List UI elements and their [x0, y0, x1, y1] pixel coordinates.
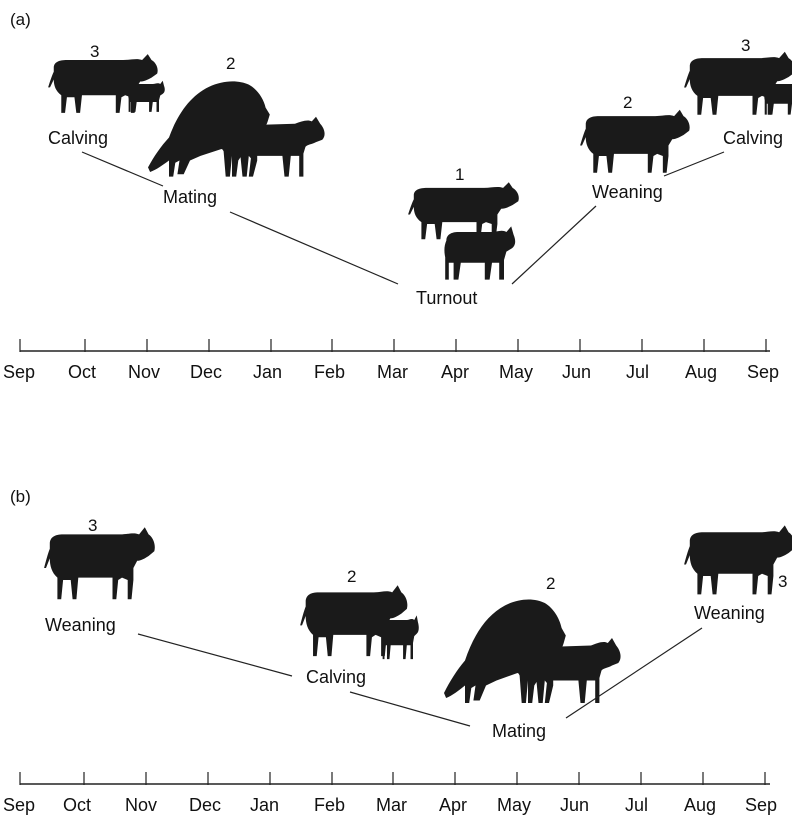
- month-label: Nov: [128, 362, 161, 382]
- body-score-label: 2: [347, 567, 357, 586]
- body-score-label: 2: [623, 93, 633, 112]
- month-label: Sep: [3, 362, 36, 382]
- month-label: Dec: [189, 795, 222, 815]
- cow-icon: [44, 527, 155, 600]
- month-label: Jul: [626, 362, 650, 382]
- month-label: Sep: [745, 795, 778, 815]
- body-score-label: 3: [741, 36, 751, 55]
- event-label-mating: Mating: [492, 721, 547, 741]
- event-label-calving: Calving: [723, 128, 784, 148]
- month-label: Dec: [190, 362, 223, 382]
- month-label: Aug: [684, 795, 717, 815]
- mating-icon: [444, 599, 621, 703]
- panel-a-label: (a): [10, 10, 31, 29]
- month-label: Mar: [376, 795, 407, 815]
- body-score-label: 3: [778, 572, 788, 591]
- event-label-weaning: Weaning: [45, 615, 116, 635]
- month-label: Feb: [314, 362, 346, 382]
- month-label: Apr: [439, 795, 468, 815]
- event-label-calving: Calving: [306, 667, 367, 687]
- cow-and-calf-icon: [300, 585, 419, 660]
- body-score-label: 3: [88, 516, 98, 535]
- month-label: Jul: [625, 795, 649, 815]
- month-label: Apr: [441, 362, 470, 382]
- month-label: Oct: [63, 795, 92, 815]
- event-label-weaning: Weaning: [592, 182, 663, 202]
- cow-and-calf-icon: [408, 182, 519, 280]
- body-score-label: 2: [226, 54, 236, 73]
- cow-icon: [684, 525, 792, 595]
- body-score-label: 2: [546, 574, 556, 593]
- event-label-turnout: Turnout: [416, 288, 478, 308]
- event-label-weaning: Weaning: [694, 603, 765, 623]
- month-axis: [19, 339, 770, 352]
- timeline-connectors: [81, 151, 725, 285]
- month-label: Feb: [314, 795, 346, 815]
- month-label: Sep: [3, 795, 36, 815]
- month-label: Oct: [68, 362, 97, 382]
- body-score-label: 3: [90, 42, 100, 61]
- cow-icon: [580, 109, 690, 173]
- month-label: May: [499, 362, 534, 382]
- mating-icon: [148, 81, 325, 177]
- month-axis: [19, 772, 770, 785]
- cow-and-calf-icon: [684, 51, 792, 115]
- month-label: Jan: [250, 795, 280, 815]
- timeline-connectors: [137, 627, 703, 727]
- body-score-label: 1: [455, 165, 465, 184]
- panel-b-label: (b): [10, 487, 31, 506]
- month-label: May: [497, 795, 532, 815]
- event-label-mating: Mating: [163, 187, 218, 207]
- month-label: Aug: [685, 362, 718, 382]
- month-label: Sep: [747, 362, 780, 382]
- month-label: Jun: [562, 362, 592, 382]
- month-label: Jan: [253, 362, 283, 382]
- event-label-calving: Calving: [48, 128, 109, 148]
- month-label: Mar: [377, 362, 408, 382]
- cow-and-calf-icon: [48, 54, 165, 113]
- month-label: Nov: [125, 795, 158, 815]
- month-label: Jun: [560, 795, 590, 815]
